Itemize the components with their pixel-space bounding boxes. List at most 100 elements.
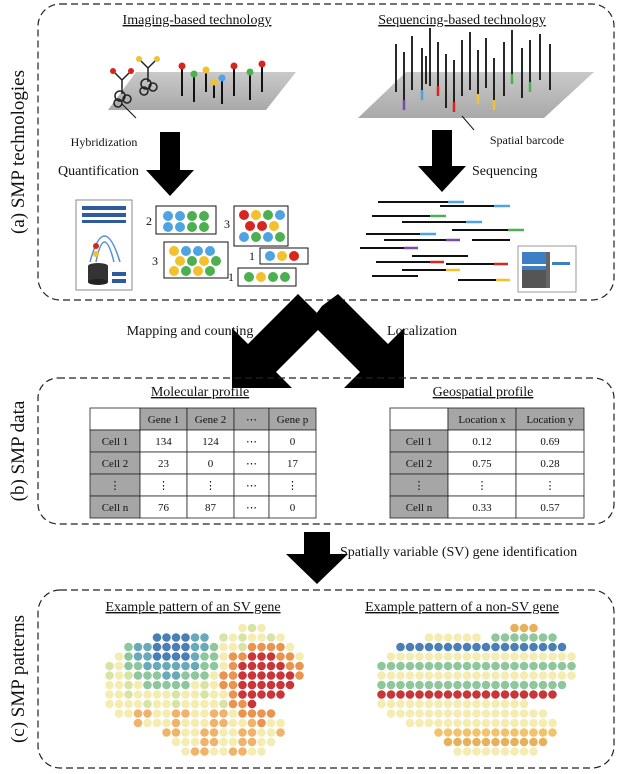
tissue-spot <box>519 671 529 680</box>
tissue-spot <box>386 671 396 680</box>
tissue-spot <box>114 709 124 718</box>
tissue-spot <box>238 671 247 680</box>
tissue-spot <box>453 690 462 699</box>
tissue-spot <box>491 680 500 690</box>
count-box <box>155 205 217 235</box>
tissue-spot <box>491 671 500 680</box>
tissue-spot <box>510 633 519 642</box>
tissue-spot <box>219 718 228 728</box>
table-cell: ⋮ <box>186 473 235 497</box>
sequencing-arrow <box>418 130 466 192</box>
tissue-spot <box>500 699 510 709</box>
tissue-spot <box>200 728 209 737</box>
tissue-spot <box>548 642 557 652</box>
tissue-spot <box>519 623 529 633</box>
tissue-spot <box>162 661 171 671</box>
tissue-spot <box>285 642 295 652</box>
tissue-spot <box>519 709 529 718</box>
tissue-spot <box>529 661 538 671</box>
tissue-spot <box>567 661 576 671</box>
tissue-spot <box>152 652 162 661</box>
nonsv-gene-spot-map <box>377 623 576 756</box>
probe-dot <box>136 56 142 62</box>
tissue-spot <box>481 690 491 699</box>
tissue-spot <box>500 747 510 756</box>
tissue-spot <box>453 671 462 680</box>
svg-text:⋮: ⋮ <box>545 480 556 492</box>
tissue-spot <box>434 671 443 680</box>
tissue-spot <box>548 661 557 671</box>
tissue-spot <box>519 718 529 728</box>
tissue-spot <box>415 652 424 661</box>
tissue-spot <box>295 671 304 680</box>
tissue-spot <box>424 671 434 680</box>
antibody-probes <box>113 59 158 108</box>
probe-pin <box>202 66 210 92</box>
sv-gene-spot-map <box>105 623 304 756</box>
tissue-spot <box>133 642 143 652</box>
tissue-spot <box>228 633 238 642</box>
tissue-spot <box>247 633 257 642</box>
tissue-spot <box>443 671 453 680</box>
tissue-spot <box>538 652 548 661</box>
tissue-spot <box>443 652 453 661</box>
tissue-spot <box>124 671 133 680</box>
tissue-spot <box>238 747 247 756</box>
tissue-spot <box>219 728 228 737</box>
tissue-spot <box>519 642 529 652</box>
table-header-cell: Location x <box>447 407 517 431</box>
tissue-spot <box>228 671 238 680</box>
tissue-spot <box>519 728 529 737</box>
sequencer-icon <box>517 245 577 293</box>
tissue-spot <box>415 718 424 728</box>
tissue-spot <box>557 642 567 652</box>
count-box <box>237 267 297 287</box>
tissue-spot <box>500 728 510 737</box>
tissue-spot <box>209 671 219 680</box>
tissue-spot <box>434 699 443 709</box>
tissue-spot <box>529 709 538 718</box>
tissue-spot <box>114 652 124 661</box>
tissue-spot <box>548 671 557 680</box>
tissue-spot <box>529 652 538 661</box>
tissue-spot <box>481 699 491 709</box>
tissue-spot <box>557 661 567 671</box>
tissue-spot <box>472 642 481 652</box>
tissue-spot <box>190 671 200 680</box>
tissue-spot <box>228 680 238 690</box>
svg-text:Cell 2: Cell 2 <box>102 458 129 470</box>
svg-text:0.33: 0.33 <box>472 502 492 514</box>
tissue-spot <box>472 690 481 699</box>
tissue-spot <box>152 671 162 680</box>
tissue-spot <box>462 747 472 756</box>
panel-a-side-label: (a) SMP technologies <box>8 70 29 234</box>
tissue-spot <box>181 661 190 671</box>
tissue-spot <box>200 652 209 661</box>
tissue-spot <box>247 642 257 652</box>
tissue-spot <box>405 671 415 680</box>
tissue-spot <box>443 709 453 718</box>
table-cell: Cell 1 <box>89 429 141 453</box>
tissue-spot <box>257 661 266 671</box>
tissue-spot <box>462 652 472 661</box>
tissue-spot <box>491 737 500 747</box>
tissue-spot <box>472 652 481 661</box>
tissue-spot <box>567 671 576 680</box>
tissue-spot <box>295 661 304 671</box>
tissue-spot <box>443 680 453 690</box>
localization-arrow <box>310 294 404 388</box>
tissue-spot <box>529 718 538 728</box>
tissue-spot <box>228 718 238 728</box>
tissue-spot <box>171 709 181 718</box>
tissue-spot <box>472 747 481 756</box>
tissue-spot <box>190 709 200 718</box>
table-cell: ⋮ <box>268 473 317 497</box>
tissue-spot <box>472 633 481 642</box>
tissue-spot <box>162 652 171 661</box>
tissue-spot <box>443 737 453 747</box>
tissue-spot <box>190 661 200 671</box>
tissue-spot <box>143 718 152 728</box>
tissue-spot <box>162 690 171 699</box>
tissue-spot <box>266 718 276 728</box>
tissue-spot <box>219 633 228 642</box>
